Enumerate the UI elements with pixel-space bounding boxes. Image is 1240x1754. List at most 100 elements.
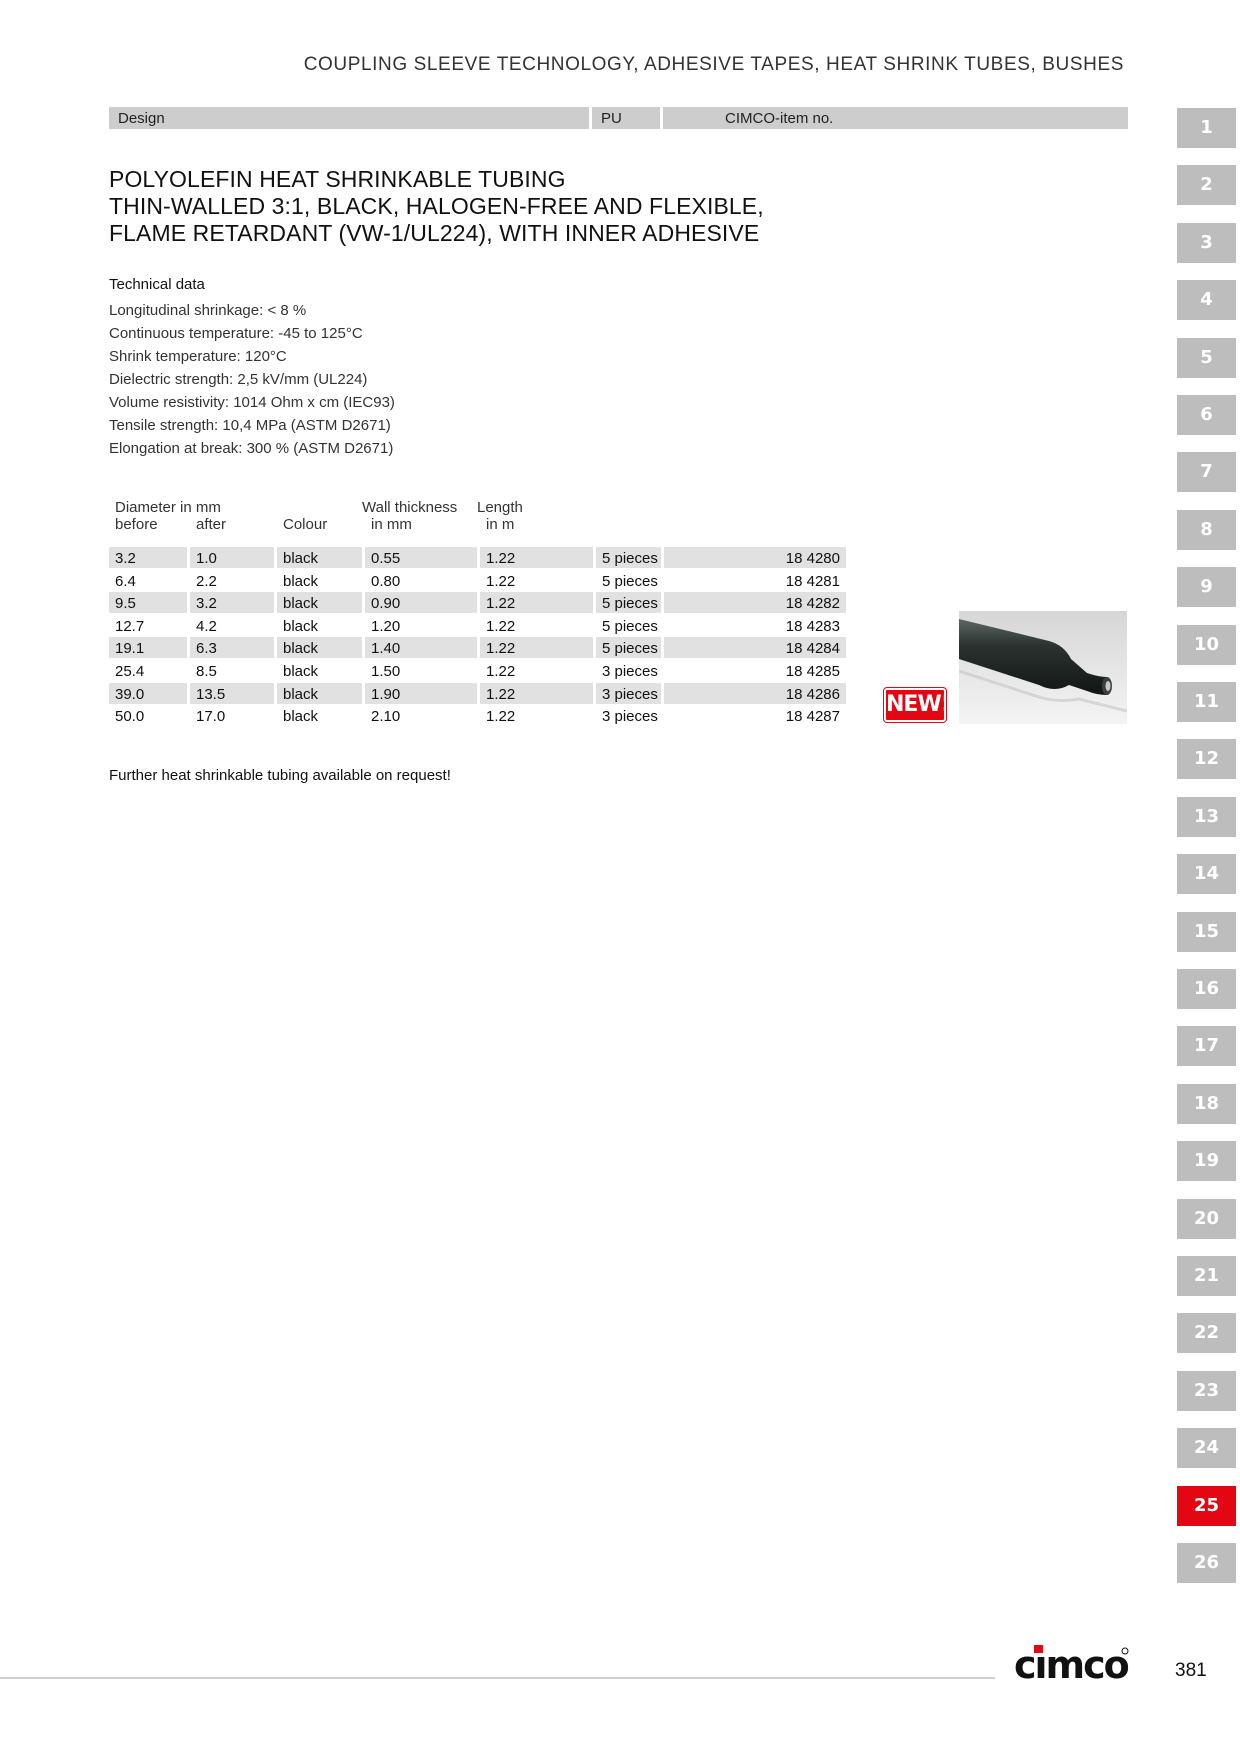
cell-wall: 1.20 bbox=[371, 617, 401, 635]
chapter-tab-10[interactable]: 10 bbox=[1177, 624, 1236, 665]
cell-length: 1.22 bbox=[480, 592, 593, 614]
cell-pu: 5 pieces bbox=[602, 572, 658, 590]
header-length-unit: in m bbox=[486, 516, 515, 533]
cell-wall: 0.80 bbox=[371, 572, 401, 590]
chapter-tab-15[interactable]: 15 bbox=[1177, 911, 1236, 952]
cell-pu: 3 pieces bbox=[602, 662, 658, 680]
chapter-tab-2[interactable]: 2 bbox=[1177, 165, 1236, 206]
technical-data-heading: Technical data bbox=[109, 276, 205, 293]
chapter-tab-17[interactable]: 17 bbox=[1177, 1026, 1236, 1067]
table-row: 25.4 8.5 black 1.50 1.22 3 pieces 18 4285 bbox=[109, 660, 849, 683]
cell-pu: 5 pieces bbox=[602, 617, 658, 635]
cell-colour: black bbox=[277, 547, 362, 568]
cell-colour: black bbox=[283, 662, 319, 680]
chapter-tab-4[interactable]: 4 bbox=[1177, 280, 1236, 321]
technical-data-item: Shrink temperature: 120°C bbox=[109, 348, 287, 365]
cell-item-no: 18 4282 bbox=[664, 592, 846, 614]
cell-length: 1.22 bbox=[486, 708, 516, 726]
cell-length: 1.22 bbox=[486, 617, 516, 635]
cell-length: 1.22 bbox=[486, 572, 516, 590]
chapter-tab-24[interactable]: 24 bbox=[1177, 1428, 1236, 1469]
footer-divider bbox=[0, 1677, 995, 1679]
chapter-tab-12[interactable]: 12 bbox=[1177, 739, 1236, 780]
chapter-tab-19[interactable]: 19 bbox=[1177, 1141, 1236, 1182]
cell-before: 50.0 bbox=[115, 708, 145, 726]
chapter-tab-21[interactable]: 21 bbox=[1177, 1256, 1236, 1296]
chapter-tab-23[interactable]: 23 bbox=[1177, 1370, 1236, 1411]
chapter-tab-3[interactable]: 3 bbox=[1177, 222, 1236, 263]
new-badge: NEW! bbox=[883, 687, 951, 723]
cell-wall: 0.90 bbox=[365, 592, 477, 614]
cell-before: 9.5 bbox=[109, 592, 187, 614]
technical-data-item: Longitudinal shrinkage: < 8 % bbox=[109, 302, 307, 319]
chapter-tab-6[interactable]: 6 bbox=[1177, 395, 1236, 435]
header-diameter: Diameter in mm bbox=[115, 499, 221, 516]
cell-length: 1.22 bbox=[486, 662, 516, 680]
technical-data-item: Continuous temperature: -45 to 125°C bbox=[109, 325, 363, 342]
cell-after: 6.3 bbox=[190, 637, 274, 659]
cell-after: 8.5 bbox=[196, 662, 217, 680]
cell-item-no: 18 4285 bbox=[785, 662, 840, 680]
footer-note: Further heat shrinkable tubing available… bbox=[109, 767, 451, 784]
header-length: Length bbox=[477, 499, 523, 516]
cell-item-no: 18 4280 bbox=[664, 547, 846, 568]
chapter-tab-16[interactable]: 16 bbox=[1177, 969, 1236, 1009]
cell-after: 1.0 bbox=[190, 547, 274, 568]
header-wall-unit: in mm bbox=[371, 516, 412, 533]
chapter-tab-1[interactable]: 1 bbox=[1177, 108, 1236, 148]
cell-wall: 1.50 bbox=[371, 662, 401, 680]
chapter-tab-5[interactable]: 5 bbox=[1177, 337, 1236, 378]
header-before: before bbox=[115, 516, 158, 533]
cell-after: 13.5 bbox=[190, 682, 274, 704]
cell-colour: black bbox=[283, 572, 319, 590]
cell-item-no: 18 4281 bbox=[785, 572, 840, 590]
cell-pu: 5 pieces bbox=[596, 637, 661, 659]
chapter-tab-13[interactable]: 13 bbox=[1177, 796, 1236, 837]
chapter-tab-14[interactable]: 14 bbox=[1177, 854, 1236, 895]
product-table: Diameter in mm Wall thickness Length bef… bbox=[109, 499, 849, 728]
section-title: COUPLING SLEEVE TECHNOLOGY, ADHESIVE TAP… bbox=[303, 54, 1124, 75]
cell-before: 39.0 bbox=[109, 682, 187, 704]
cell-wall: 0.55 bbox=[365, 547, 477, 568]
chapter-tab-20[interactable]: 20 bbox=[1177, 1198, 1236, 1239]
product-image bbox=[959, 611, 1127, 724]
cell-length: 1.22 bbox=[480, 682, 593, 704]
svg-text:cımco: cımco bbox=[1014, 1645, 1129, 1685]
chapter-tab-7[interactable]: 7 bbox=[1177, 452, 1236, 493]
header-pu: PU bbox=[592, 107, 660, 129]
header-wall: Wall thickness bbox=[362, 499, 458, 516]
technical-data-list: Longitudinal shrinkage: < 8 % Continuous… bbox=[109, 299, 395, 460]
header-after: after bbox=[196, 516, 227, 533]
chapter-tab-9[interactable]: 9 bbox=[1177, 567, 1236, 608]
chapter-tab-22[interactable]: 22 bbox=[1177, 1313, 1236, 1354]
cimco-logo: cımco bbox=[1014, 1643, 1131, 1695]
cell-before: 12.7 bbox=[115, 617, 145, 635]
header-design: Design bbox=[109, 107, 589, 129]
cimco-logo-mark: cımco bbox=[1014, 1643, 1131, 1687]
technical-data-item: Volume resistivity: 1014 Ohm x cm (IEC93… bbox=[109, 394, 395, 411]
cell-pu: 5 pieces bbox=[596, 547, 661, 568]
chapter-tab-25[interactable]: 25 bbox=[1177, 1485, 1236, 1526]
cell-colour: black bbox=[277, 637, 362, 659]
technical-data-item: Elongation at break: 300 % (ASTM D2671) bbox=[109, 440, 394, 457]
column-header-bar: Design PU CIMCO-item no. bbox=[109, 107, 1128, 129]
title-line: THIN-WALLED 3:1, BLACK, HALOGEN-FREE AND… bbox=[109, 193, 764, 219]
page-number: 381 bbox=[1175, 1660, 1207, 1681]
product-title: POLYOLEFIN HEAT SHRINKABLE TUBING THIN-W… bbox=[109, 166, 764, 247]
title-line: FLAME RETARDANT (VW-1/UL224), WITH INNER… bbox=[109, 220, 760, 246]
header-item-no: CIMCO-item no. bbox=[663, 107, 1128, 129]
cell-after: 3.2 bbox=[190, 592, 274, 614]
chapter-tab-8[interactable]: 8 bbox=[1177, 509, 1236, 550]
cell-before: 25.4 bbox=[115, 662, 145, 680]
technical-data-item: Dielectric strength: 2,5 kV/mm (UL224) bbox=[109, 371, 368, 388]
header-colour: Colour bbox=[283, 516, 328, 533]
chapter-tab-26[interactable]: 26 bbox=[1177, 1543, 1236, 1583]
chapter-tab-11[interactable]: 11 bbox=[1177, 682, 1236, 722]
cell-after: 4.2 bbox=[196, 617, 217, 635]
chapter-tab-18[interactable]: 18 bbox=[1177, 1083, 1236, 1124]
